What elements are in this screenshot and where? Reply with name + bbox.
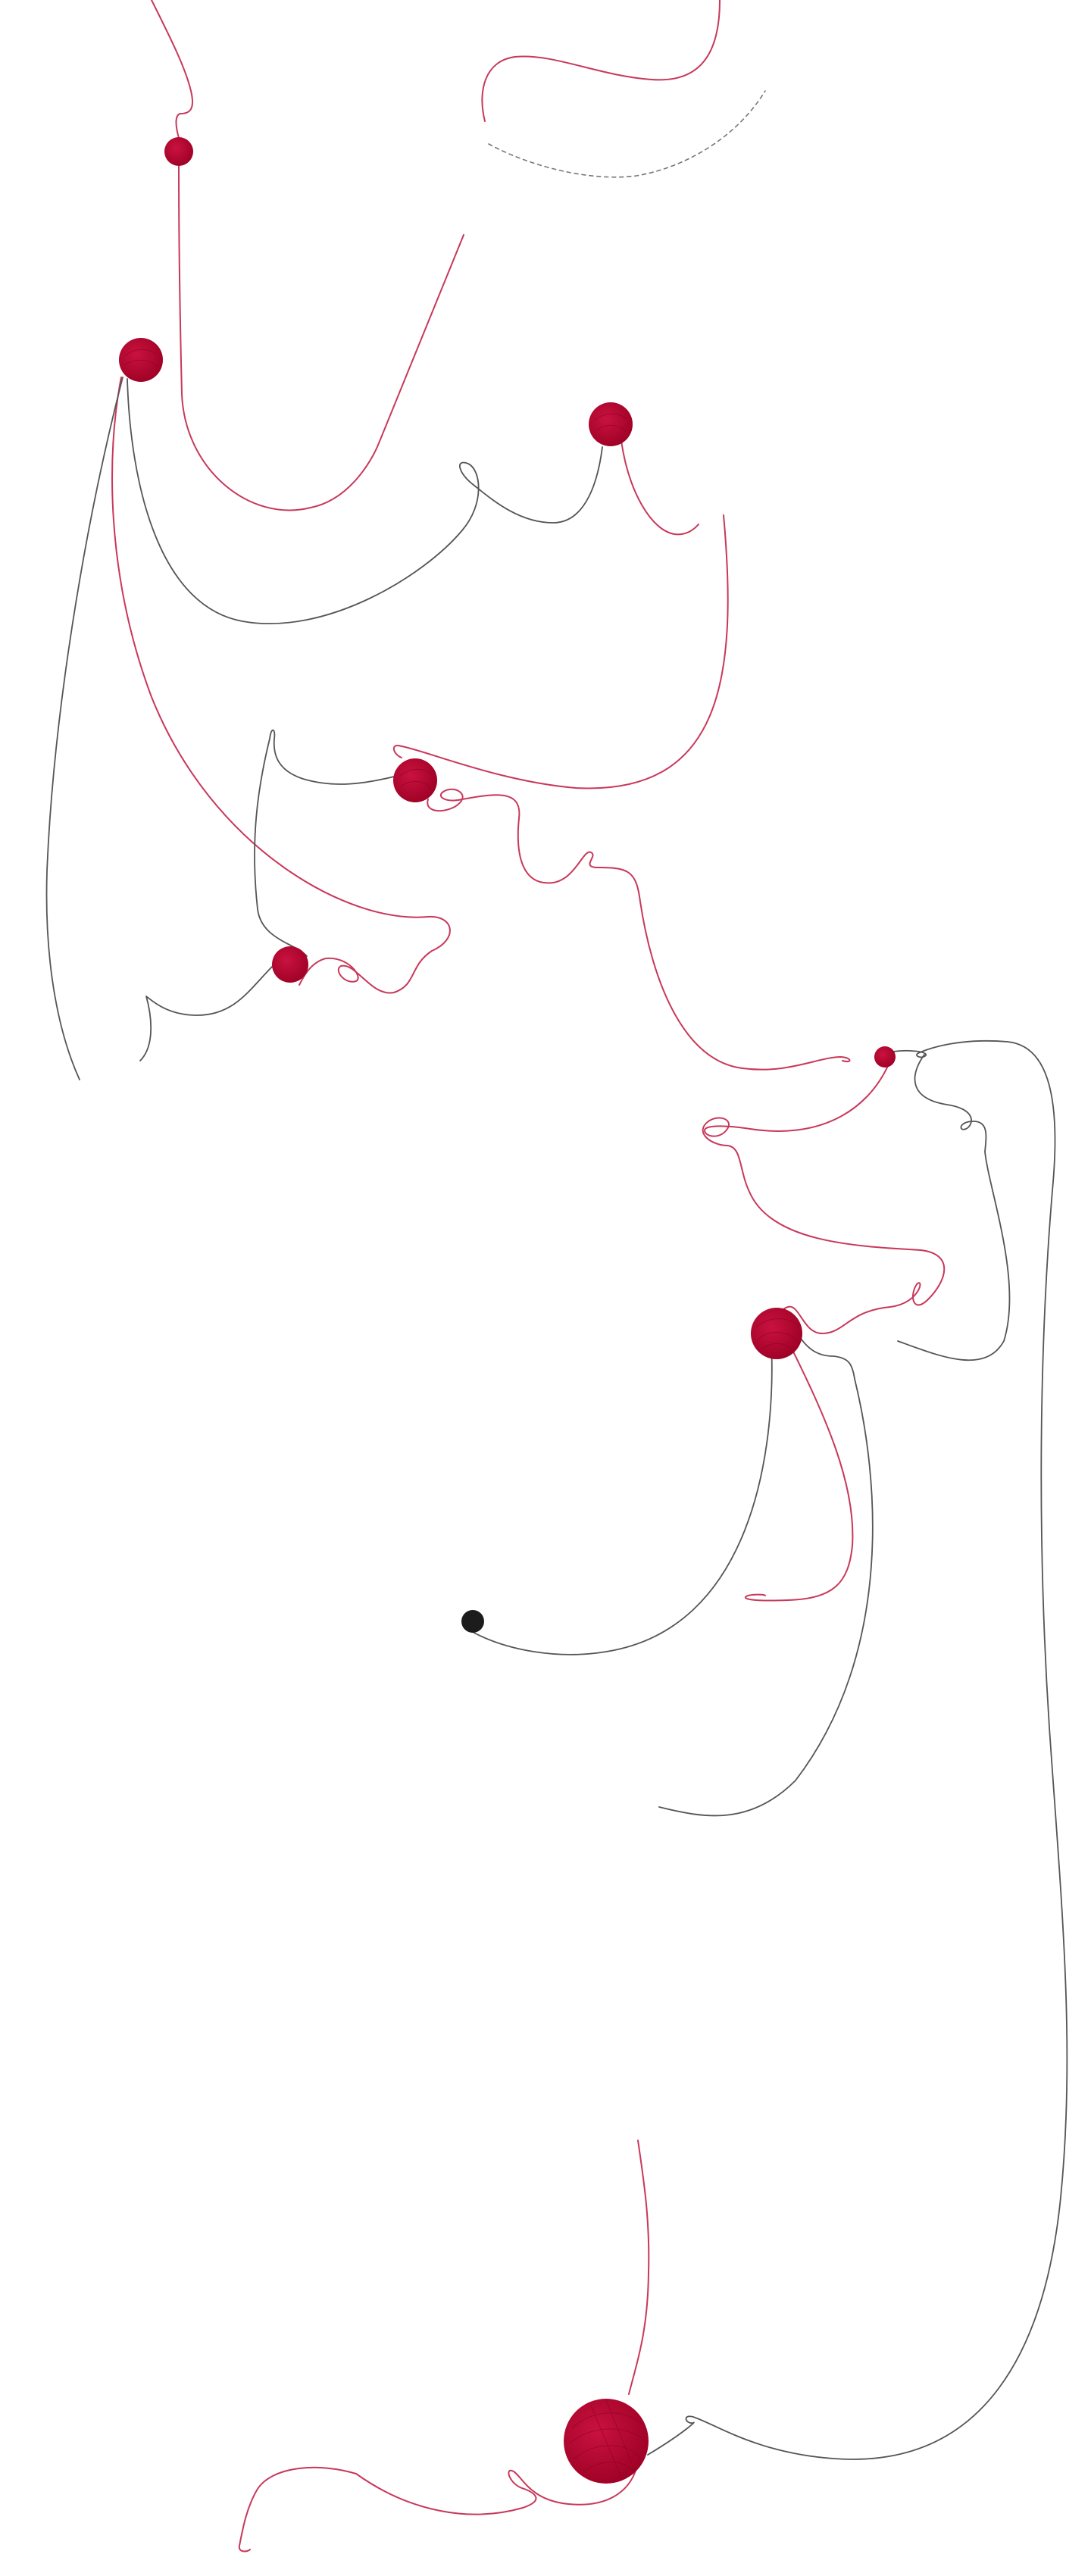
red-thread-sweep-left	[111, 377, 451, 994]
red-thread-bottom-top	[628, 2140, 650, 2395]
gray-thread-swoop	[127, 378, 603, 625]
gray-threads	[45, 90, 1068, 2460]
gray-thread-ball-c-tail	[139, 965, 274, 1061]
gray-thread-ball-g-right	[658, 1329, 874, 1817]
red-threads	[111, 0, 946, 2553]
gray-thread-to-dot	[469, 1340, 773, 1655]
yarn-ball-e	[272, 946, 308, 983]
red-thread-top-left	[151, 0, 194, 139]
red-thread-top-arc	[481, 0, 721, 122]
yarn-ball-f	[874, 1046, 896, 1068]
gray-thread-ball-f-right	[647, 1039, 1068, 2460]
gray-thread-ball-e-loop	[254, 729, 395, 957]
yarn-ball-h	[564, 2399, 649, 2484]
red-thread-ball-g-loop	[744, 1340, 854, 1602]
gray-dashed-arc	[488, 90, 766, 178]
red-thread-ball-d-tail	[621, 440, 699, 536]
yarn-ball-b	[119, 338, 163, 382]
yarn-ball-c	[589, 402, 633, 446]
yarn-ball-a	[164, 137, 193, 166]
gray-thread-ball-f-squiggle	[897, 1054, 1011, 1361]
red-thread-right-u	[392, 514, 729, 789]
red-thread-meander	[427, 788, 851, 1071]
red-thread-bottom-tail	[238, 2466, 637, 2553]
black-end-dot	[461, 1610, 484, 1633]
red-thread-bowl	[178, 164, 464, 511]
yarn-ball-g	[751, 1308, 802, 1359]
gray-thread-left-long	[45, 377, 123, 1080]
red-thread-ball-f-loop	[702, 1060, 946, 1334]
yarn-ball-d	[393, 758, 437, 802]
